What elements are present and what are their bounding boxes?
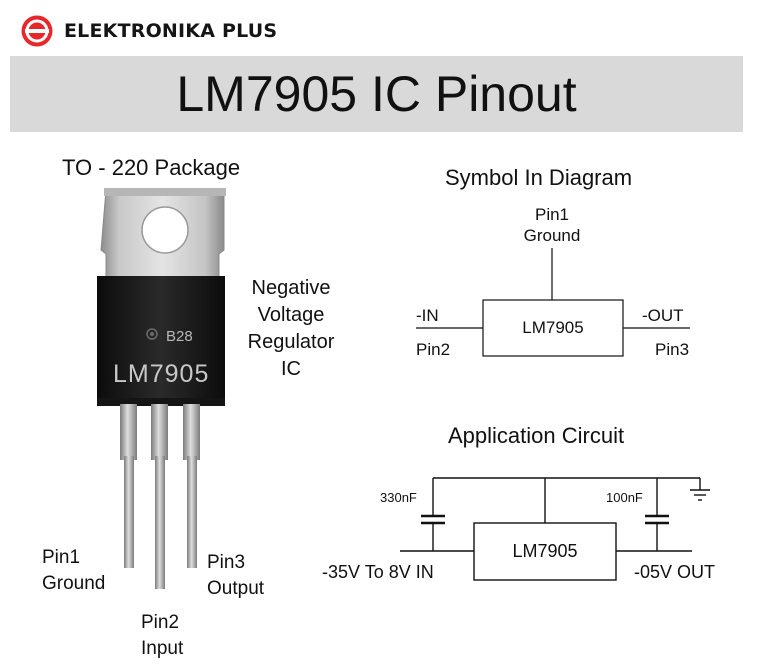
description-line: IC bbox=[281, 358, 301, 380]
pin-function: Ground bbox=[42, 573, 106, 594]
pin1-leg bbox=[124, 456, 134, 568]
pin-name: Pin1 bbox=[42, 547, 81, 568]
page-title: LM7905 IC Pinout bbox=[176, 66, 577, 122]
marking-code: B28 bbox=[166, 328, 193, 345]
package-pin2-label: Pin2 Input bbox=[141, 610, 183, 662]
to220-package bbox=[97, 188, 226, 589]
cap-in-label: 330nF bbox=[380, 490, 417, 505]
package-pin3-label: Pin3 Output bbox=[207, 550, 264, 602]
symbol-output-signal: -OUT bbox=[642, 306, 684, 325]
package-pin1-label: Pin1 Ground bbox=[42, 545, 105, 597]
output-voltage-label: -05V OUT bbox=[634, 562, 716, 582]
pin-function: Output bbox=[207, 578, 265, 599]
pin-function: Input bbox=[141, 638, 184, 659]
symbol-input-pin: Pin2 bbox=[416, 340, 451, 359]
marking-part: LM7905 bbox=[113, 360, 210, 388]
symbol-input-signal: -IN bbox=[416, 306, 439, 325]
input-voltage-label: -35V To 8V IN bbox=[322, 562, 434, 582]
pin2-leg bbox=[155, 456, 165, 589]
symbol-pin1-label: Pin1 Ground bbox=[502, 204, 602, 246]
app-chip-label: LM7905 bbox=[512, 541, 578, 561]
brand-header: ELEKTRONIKA PLUS bbox=[20, 14, 277, 48]
pin3-leg bbox=[187, 456, 197, 568]
pin-name: Pin1 bbox=[534, 205, 570, 224]
brand-name: ELEKTRONIKA PLUS bbox=[64, 20, 278, 42]
pin-name: Pin3 bbox=[207, 552, 246, 573]
application-heading: Application Circuit bbox=[448, 423, 625, 448]
package-description: Negative Voltage Regulator IC bbox=[226, 275, 356, 383]
description-line: Regulator bbox=[247, 331, 335, 353]
title-banner bbox=[10, 56, 743, 132]
tab-edge bbox=[104, 188, 226, 196]
application-circuit bbox=[400, 477, 710, 581]
cap-out-label: 100nF bbox=[606, 490, 643, 505]
symbol-heading: Symbol In Diagram bbox=[445, 165, 633, 190]
mounting-hole bbox=[141, 206, 189, 254]
symbol-diagram bbox=[416, 248, 690, 357]
symbol-chip-label: LM7905 bbox=[522, 318, 584, 337]
e-circle-logo-icon bbox=[21, 15, 53, 47]
symbol-output-pin: Pin3 bbox=[655, 340, 690, 359]
package-body bbox=[97, 276, 225, 404]
description-line: Voltage bbox=[257, 304, 325, 326]
pin-name: Pin2 bbox=[141, 612, 180, 633]
description-line: Negative bbox=[251, 277, 331, 299]
package-heading: TO - 220 Package bbox=[62, 155, 241, 180]
pin-function: Ground bbox=[523, 226, 581, 245]
